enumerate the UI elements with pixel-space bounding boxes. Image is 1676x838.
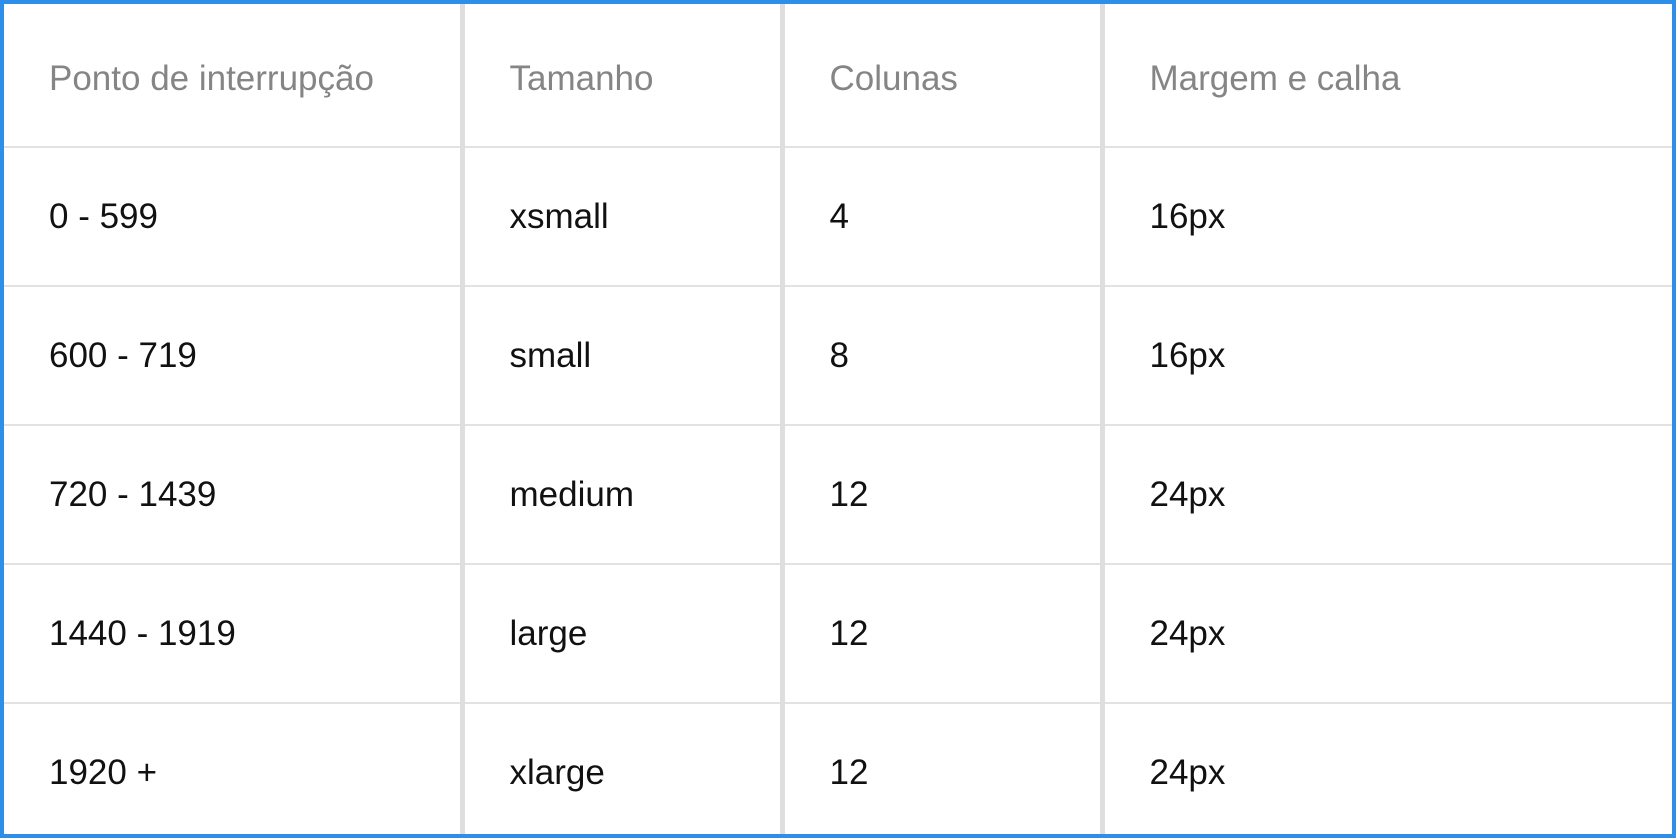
cell-breakpoint: 720 - 1439 <box>4 425 462 565</box>
cell-margin-gutter: 24px <box>1099 425 1672 565</box>
cell-breakpoint: 0 - 599 <box>4 147 462 287</box>
cell-size: xsmall <box>459 147 782 287</box>
cell-columns: 12 <box>779 425 1102 565</box>
cell-size: large <box>459 564 782 704</box>
cell-margin-gutter: 16px <box>1099 286 1672 426</box>
cell-size: small <box>459 286 782 426</box>
cell-columns: 4 <box>779 147 1102 287</box>
cell-columns: 12 <box>779 703 1102 834</box>
header-margin-gutter: Margem e calha <box>1099 4 1672 148</box>
header-columns: Colunas <box>779 4 1102 148</box>
cell-breakpoint: 1920 + <box>49 752 158 792</box>
header-breakpoint: Ponto de interrupção <box>4 4 462 148</box>
cell-breakpoint: 600 - 719 <box>4 286 462 426</box>
table-row: 0 - 599 xsmall 4 16px <box>4 147 1672 287</box>
table-row: 720 - 1439 medium 12 24px <box>4 425 1672 565</box>
cell-margin-gutter: 24px <box>1099 703 1672 834</box>
cell-size: xlarge <box>459 703 782 834</box>
cell-margin-gutter: 24px <box>1099 564 1672 704</box>
cell-breakpoint: 1440 - 1919 <box>4 564 462 704</box>
cell-columns: 12 <box>779 564 1102 704</box>
table-row: 1920 + xlarge 12 24px <box>4 703 1672 834</box>
table-body: 0 - 599 xsmall 4 16px 600 - 719 small 8 … <box>4 147 1672 834</box>
cell-size: medium <box>459 425 782 565</box>
header-row: Ponto de interrupção Tamanho Colunas Mar… <box>4 4 1672 148</box>
cell-margin-gutter: 16px <box>1099 147 1672 287</box>
breakpoint-table: Ponto de interrupção Tamanho Colunas Mar… <box>4 4 1672 834</box>
table-row: 1440 - 1919 large 12 24px <box>4 564 1672 704</box>
cell-columns: 8 <box>779 286 1102 426</box>
table-header: Ponto de interrupção Tamanho Colunas Mar… <box>4 4 1672 148</box>
table-row: 600 - 719 small 8 16px <box>4 286 1672 426</box>
header-size: Tamanho <box>459 4 782 148</box>
